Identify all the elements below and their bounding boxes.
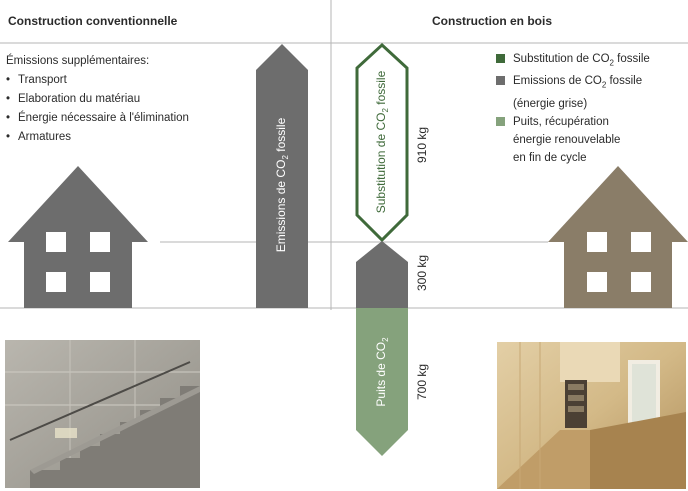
list-item: Énergie nécessaire à l'élimination <box>6 109 189 128</box>
legend-item-emissions: Emissions de CO2 fossile (énergie grise) <box>496 72 650 112</box>
list-item: Elaboration du matériau <box>6 90 189 109</box>
emissions-conventional-arrow <box>256 44 308 308</box>
concrete-stairs-photo <box>5 340 200 488</box>
value-puits: 700 kg <box>415 363 429 401</box>
house-wood-icon <box>548 166 688 308</box>
list-item: Transport <box>6 71 189 90</box>
header-wood: Construction en bois <box>432 14 552 28</box>
legend-label-line: énergie renouvelable <box>513 133 621 146</box>
house-conventional-icon <box>8 166 148 308</box>
legend-label-suffix: fossile <box>606 75 643 88</box>
legend: Substitution de CO2 fossile Emissions de… <box>496 50 650 167</box>
legend-label: Substitution de CO <box>513 53 610 65</box>
puits-arrow <box>356 308 408 456</box>
emissions-wood-arrow <box>356 241 408 308</box>
header-conventional: Construction conventionnelle <box>8 14 178 28</box>
puits-label: Puits de CO2 <box>373 337 391 407</box>
substitution-arrow <box>355 42 409 243</box>
list-title: Émissions supplémentaires: <box>6 55 150 67</box>
legend-item-puits: Puits, récupération énergie renouvelable e… <box>496 113 650 167</box>
legend-label: Puits, récupération <box>513 115 609 128</box>
legend-label-line: (énergie grise) <box>513 97 588 110</box>
list-item: Armatures <box>6 128 189 147</box>
substitution-label: Substitution de CO2 fossile <box>373 70 391 214</box>
legend-swatch-light-green <box>496 116 505 126</box>
legend-label-suffix: fossile <box>613 53 650 65</box>
legend-swatch-dark-green <box>496 54 505 63</box>
wood-interior-photo <box>497 342 686 489</box>
legend-subscript: 2 <box>601 80 607 90</box>
emissions-conventional-label: Emissions de CO2 fossile <box>273 117 291 253</box>
legend-subscript: 2 <box>609 58 614 68</box>
legend-item-substitution: Substitution de CO2 fossile <box>496 50 650 72</box>
additional-emissions-list: Émissions supplémentaires: Transport Ela… <box>6 52 189 147</box>
legend-label-line: en fin de cycle <box>513 151 587 164</box>
value-substitution: 910 kg <box>415 126 429 164</box>
legend-label: Emissions de CO <box>513 75 602 88</box>
value-emissions: 300 kg <box>415 254 429 292</box>
legend-swatch-gray <box>496 76 505 86</box>
